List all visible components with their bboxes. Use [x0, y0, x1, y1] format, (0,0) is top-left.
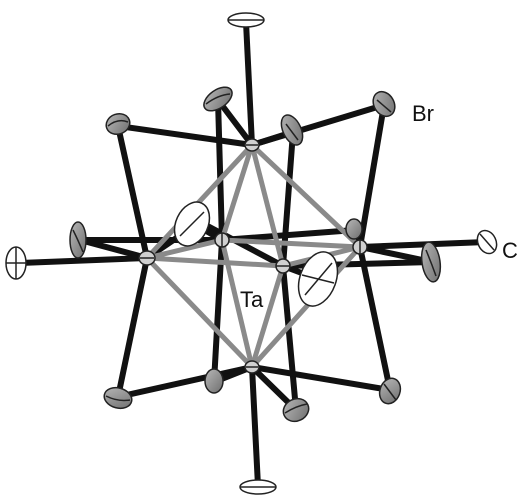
- br-atom: [105, 112, 131, 136]
- br-atom: [204, 368, 224, 394]
- ta-atom-label: Ta: [240, 287, 264, 312]
- br-atom: [280, 114, 304, 146]
- c-atom-bottom: [239, 479, 277, 495]
- ta-atom: [275, 258, 291, 274]
- br-atom: [372, 90, 396, 118]
- c-atom-label: C: [502, 238, 518, 263]
- ta-atom: [352, 239, 368, 255]
- ta-atom: [244, 360, 260, 374]
- br-atom: [69, 221, 87, 259]
- c-atoms: [5, 12, 498, 495]
- c-atom-top: [227, 12, 265, 28]
- br-atom: [282, 397, 310, 423]
- br-atom-label: Br: [412, 101, 434, 126]
- ta-atom: [244, 138, 260, 152]
- br-atom: [378, 377, 402, 405]
- br-atoms: [69, 86, 442, 423]
- br-atom: [103, 386, 133, 410]
- ta-ta-bonds: [144, 142, 363, 370]
- c-atom-left: [5, 246, 27, 280]
- ta-atom: [214, 232, 230, 248]
- c-atom-right: [476, 229, 498, 255]
- br-atom: [345, 218, 363, 240]
- ta-atoms: [138, 138, 368, 374]
- br-atom: [203, 86, 233, 112]
- c-atom-back: [173, 201, 211, 247]
- ta-c-bonds: [17, 19, 489, 489]
- c-atom-front: [297, 251, 339, 307]
- ta-atom: [138, 250, 156, 266]
- br-atom: [420, 241, 442, 283]
